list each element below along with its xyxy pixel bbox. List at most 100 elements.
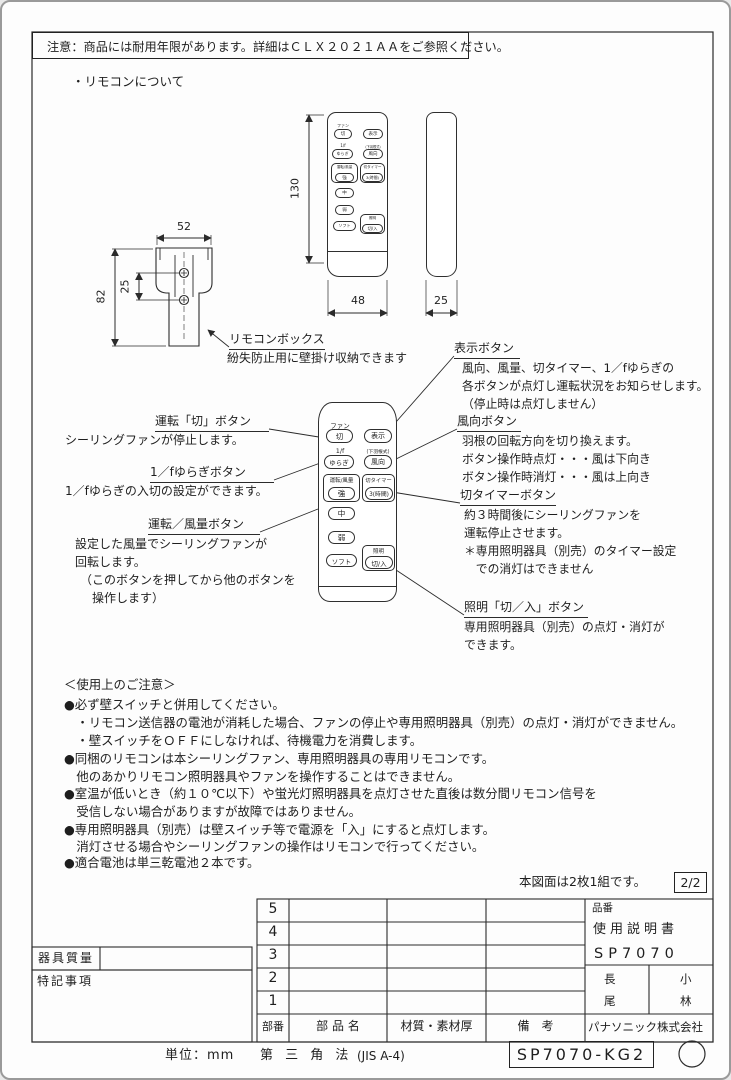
approval-circle-icon bbox=[678, 1040, 706, 1068]
note-line-10: ●適合電池は単三乾電池２本です。 bbox=[64, 855, 260, 870]
mini-timer-label: 切タイマー bbox=[363, 165, 382, 169]
battery-cap-line bbox=[328, 251, 387, 252]
col-header-part-no: 部番 bbox=[262, 1020, 284, 1033]
holder-box-drawing bbox=[155, 247, 213, 347]
light-label: 照明 bbox=[372, 549, 384, 555]
mini-run-group: 運転/風量 強 bbox=[331, 163, 358, 183]
soft-button: ソフト bbox=[326, 554, 357, 567]
note-line-6: ●室温が低いとき（約１０℃以下）や蛍光灯照明器具を点灯させた直後は数分間リモコン… bbox=[64, 786, 597, 801]
mini-1f-label: 1/f bbox=[340, 143, 346, 148]
note-line-3: ・壁スイッチをＯＦＦにしなければ、待機電力を消費します。 bbox=[64, 733, 423, 748]
row-number-3: 3 bbox=[268, 947, 278, 963]
projection-label: 第 三 角 法 bbox=[260, 1048, 353, 1063]
model-number: SP7070 bbox=[594, 946, 679, 962]
screw-hole-icon bbox=[178, 267, 190, 279]
mini-light-group: 照明 切/入 bbox=[360, 214, 385, 234]
company-name: パナソニック株式会社 bbox=[588, 1020, 703, 1034]
jis-label: (JIS A-4) bbox=[357, 1049, 405, 1063]
dimension-extension-lines bbox=[112, 114, 458, 347]
mini-light-button: 切/入 bbox=[362, 224, 383, 233]
callout-off-title: 運転「切」ボタン bbox=[155, 412, 269, 432]
warning-box: 注意：商品には耐用年限があります。詳細はＣＬＸ２０２１ＡＡをご参照ください。 bbox=[32, 32, 509, 59]
mini-off-button: 切 bbox=[334, 129, 352, 139]
direction-button: 風向 bbox=[364, 455, 392, 469]
col-header-material: 材質・素材厚 bbox=[400, 1019, 473, 1033]
mini-fan-label: ファン bbox=[337, 123, 349, 128]
warning-text: 注意：商品には耐用年限があります。詳細はＣＬＸ２０２１ＡＡをご参照ください。 bbox=[47, 39, 509, 54]
callout-timer-line1: 約３時間後にシーリングファンを bbox=[464, 508, 641, 522]
row-number-2: 2 bbox=[268, 970, 278, 986]
note-line-4: ●同梱のリモコンは本シーリングファン、専用照明器具の専用リモコンです。 bbox=[64, 751, 495, 766]
sheet-number-box: 2/2 bbox=[674, 872, 707, 893]
fan-label: ファン bbox=[330, 422, 350, 430]
mini-soft-button: ソフト bbox=[333, 221, 356, 231]
approver-right: 小林 bbox=[680, 972, 692, 1008]
hinban-label: 品番 bbox=[592, 902, 613, 914]
callout-timer-line4: での消灯はできません bbox=[464, 562, 594, 576]
callout-run-title: 運転／風量ボタン bbox=[148, 515, 260, 535]
callout-run-line2: 回転します。 bbox=[75, 555, 146, 569]
remote-side-view bbox=[426, 112, 457, 277]
callout-direction-title: 風向ボタン bbox=[457, 412, 521, 432]
callout-display-line3: （停止時は点灯しません） bbox=[462, 397, 604, 411]
dim-box-width: 52 bbox=[177, 220, 191, 233]
callout-timer-title: 切タイマーボタン bbox=[460, 486, 556, 506]
row-number-4: 4 bbox=[268, 924, 278, 940]
callout-direction-line1: 羽根の回転方向を切り換えます。 bbox=[462, 434, 638, 448]
blade-label: (下羽根式) bbox=[366, 450, 390, 455]
run-speed-label: 運転/風量 bbox=[329, 478, 354, 484]
callout-off-desc: シーリングファンが停止します。 bbox=[65, 433, 244, 447]
note-line-5: 他のあかりリモコン照明器具やファンを操作することはできません。 bbox=[64, 769, 461, 784]
callout-run-line4: 操作します） bbox=[80, 591, 165, 605]
holder-callout-desc: 紛失防止用に壁掛け収納できます bbox=[227, 351, 408, 365]
run-speed-group: 運転/風量 強 bbox=[323, 474, 360, 502]
mini-direction-button: 風向 bbox=[363, 149, 383, 159]
mini-light-label: 照明 bbox=[368, 216, 377, 220]
off-timer-label: 切タイマー bbox=[365, 478, 392, 484]
note-line-8: ●専用照明器具（別売）は壁スイッチ等で電源を「入」にすると点灯します。 bbox=[64, 822, 495, 837]
mini-display-button: 表示 bbox=[363, 129, 383, 139]
callout-light-line2: できます。 bbox=[464, 638, 522, 652]
dim-remote-height: 130 bbox=[288, 178, 302, 199]
callout-light-title: 照明「切／入」ボタン bbox=[464, 598, 588, 618]
unit-label: 単位：mm bbox=[165, 1048, 235, 1063]
yuragi-button: ゆらぎ bbox=[324, 455, 354, 469]
mini-timer-button: 3(時間) bbox=[362, 173, 383, 182]
section-title: ・リモコンについて bbox=[72, 74, 185, 89]
mini-timer-group: 切タイマー 3(時間) bbox=[360, 163, 385, 183]
dim-remote-width: 48 bbox=[351, 294, 365, 307]
strong-button: 強 bbox=[328, 487, 355, 500]
dim-box-height: 82 bbox=[94, 289, 108, 304]
off-button: 切 bbox=[326, 429, 353, 443]
dim-hole-pitch: 25 bbox=[118, 279, 132, 294]
approver-left: 長尾 bbox=[604, 972, 616, 1008]
mini-strong-button: 強 bbox=[335, 173, 354, 182]
light-button: 切/入 bbox=[365, 556, 393, 569]
timer-button: 3(時間) bbox=[365, 487, 393, 500]
mini-run-label: 運転/風量 bbox=[336, 165, 353, 169]
col-header-part-name: 部 品 名 bbox=[316, 1019, 360, 1033]
weak-button: 弱 bbox=[328, 531, 355, 544]
display-button: 表示 bbox=[364, 429, 392, 443]
weight-label: 器具質量 bbox=[38, 951, 95, 965]
callout-yuragi-desc: 1／fゆらぎの入切の設定ができます。 bbox=[65, 484, 268, 498]
row-number-1: 1 bbox=[268, 993, 278, 1009]
off-timer-group: 切タイマー 3(時間) bbox=[362, 474, 395, 502]
mini-mid-button: 中 bbox=[335, 188, 354, 198]
callout-display-line2: 各ボタンが点灯し運転状況をお知らせします。 bbox=[462, 379, 709, 393]
screw-hole-icon bbox=[178, 294, 190, 306]
row-number-5: 5 bbox=[268, 901, 278, 917]
mini-blade-label: (下羽根式) bbox=[365, 145, 381, 149]
note-line-7: 受信しない場合がありますが故障ではありません。 bbox=[64, 804, 362, 819]
note-line-2: ・リモコン送信器の電池が消耗した場合、ファンの停止や専用照明器具（別売）の点灯・… bbox=[64, 715, 684, 730]
callout-direction-line2: ボタン操作時点灯・・・風は下向き bbox=[462, 452, 651, 466]
mini-weak-button: 弱 bbox=[335, 205, 354, 215]
special-notes-label: 特記事項 bbox=[37, 974, 94, 988]
doc-type: 使用説明書 bbox=[593, 922, 679, 937]
dim-remote-depth: 25 bbox=[434, 294, 448, 307]
note-line-9: 消灯させる場合やシーリングファンの操作はリモコンで行ってください。 bbox=[64, 839, 485, 854]
callout-display-line1: 風向、風量、切タイマー、1／fゆらぎの bbox=[462, 361, 675, 375]
callout-timer-line3: ＊専用照明器具（別売）のタイマー設定 bbox=[464, 544, 677, 558]
light-group: 照明 切/入 bbox=[362, 545, 395, 571]
